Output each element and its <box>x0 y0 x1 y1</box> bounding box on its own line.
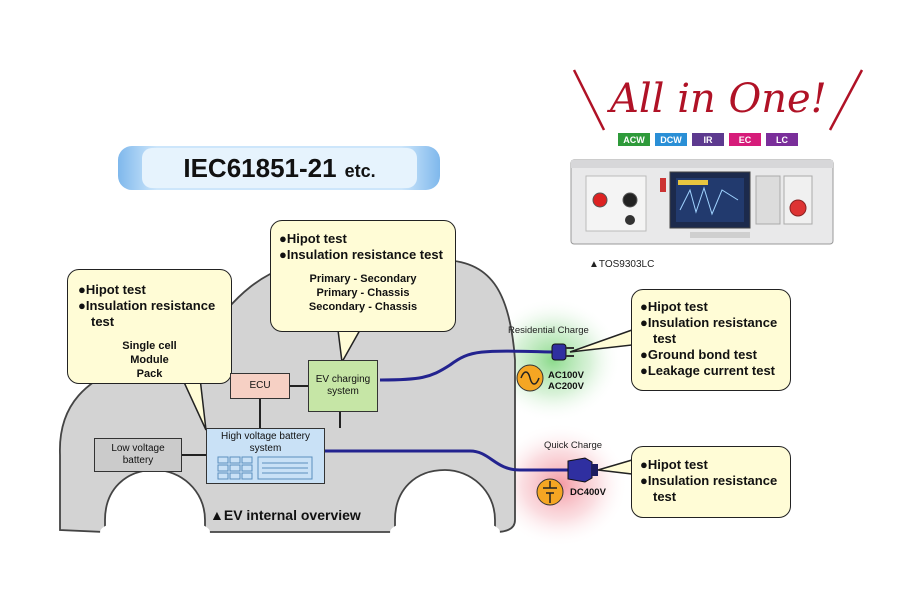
residential-test-list: ●Hipot test ●Insulation resistance test … <box>640 299 782 379</box>
hv-battery-label-1: High voltage battery <box>221 431 310 442</box>
battery-cells-icon <box>217 456 312 480</box>
front-wheel <box>390 518 500 546</box>
standard-banner-inner: IEC61851-21 etc. <box>142 148 417 188</box>
voltage-ac200: AC200V <box>548 381 584 392</box>
dc-source-icon <box>536 478 564 506</box>
charging-test-list: ●Hipot test ●Insulation resistance test <box>279 231 447 263</box>
battery-test-hipot: ●Hipot test <box>78 282 146 297</box>
lv-battery-label-1: Low voltage <box>111 443 165 454</box>
charging-test-hipot: ●Hipot test <box>279 231 347 246</box>
title-slash-right <box>828 69 864 131</box>
test-mode-tags: ACW DCW IR EC LC <box>618 133 798 146</box>
charging-test-insulation: ●Insulation resistance test <box>279 247 443 262</box>
tag-ec: EC <box>729 133 761 146</box>
quick-test-insulation: ●Insulation resistance <box>640 473 778 488</box>
residential-voltages: AC100V AC200V <box>548 370 584 392</box>
charging-test-paths: Primary - Secondary Primary - Chassis Se… <box>279 272 447 314</box>
battery-test-insulation: ●Insulation resistance <box>78 298 216 313</box>
tag-lc: LC <box>766 133 798 146</box>
battery-level-cell: Single cell <box>122 340 177 352</box>
battery-level-module: Module <box>130 354 169 366</box>
standard-suffix: etc. <box>344 160 376 181</box>
charging-test-callout: ●Hipot test ●Insulation resistance test … <box>270 220 456 332</box>
hv-battery-label-2: system <box>249 443 282 454</box>
ev-overview-caption: ▲EV internal overview <box>210 507 361 523</box>
path-primary-chassis: Primary - Chassis <box>316 287 410 299</box>
residential-cable <box>379 349 553 382</box>
rear-wheel <box>100 518 210 546</box>
voltage-ac100: AC100V <box>548 370 584 381</box>
battery-levels: Single cell Module Pack <box>78 339 221 381</box>
residential-test-callout: ●Hipot test ●Insulation resistance test … <box>631 289 791 391</box>
residential-test-hipot: ●Hipot test <box>640 299 708 314</box>
residential-plug-icon <box>551 343 574 361</box>
residential-test-insulation-cont: test <box>653 331 677 346</box>
quick-test-list: ●Hipot test ●Insulation resistance test <box>640 457 782 505</box>
quick-cable <box>325 449 568 472</box>
all-in-one-title: All in One! <box>610 76 827 122</box>
hv-battery-system-box: High voltage battery system <box>206 428 325 484</box>
standard-name: IEC61851-21 <box>183 152 337 183</box>
voltage-dc400: DC400V <box>570 487 606 498</box>
product-model-label: ▲TOS9303LC <box>589 259 655 270</box>
quick-test-insulation-cont: test <box>653 489 677 504</box>
tag-ir: IR <box>692 133 724 146</box>
path-primary-secondary: Primary - Secondary <box>309 273 417 285</box>
quick-test-callout: ●Hipot test ●Insulation resistance test <box>631 446 791 518</box>
tag-dcw: DCW <box>655 133 687 146</box>
residential-test-leakage: ●Leakage current test <box>640 363 776 378</box>
ecu-box: ECU <box>230 373 290 399</box>
ev-charging-system-box: EV charging system <box>308 360 378 412</box>
residential-test-insulation: ●Insulation resistance <box>640 315 778 330</box>
lv-battery-label-2: battery <box>122 455 154 466</box>
ev-charging-label-2: system <box>327 386 359 397</box>
low-voltage-battery-box: Low voltage battery <box>94 438 182 472</box>
quick-test-hipot: ●Hipot test <box>640 457 708 472</box>
quick-connector-icon <box>567 457 598 483</box>
tag-acw: ACW <box>618 133 650 146</box>
battery-level-pack: Pack <box>136 368 163 380</box>
path-secondary-chassis: Secondary - Chassis <box>308 301 418 313</box>
ev-charging-label-1: EV charging <box>315 374 371 385</box>
quick-charge-label: Quick Charge <box>544 440 603 451</box>
ac-source-icon <box>516 364 544 392</box>
battery-test-insulation-cont: test <box>91 314 115 329</box>
tos9303lc-instrument-image <box>570 159 834 245</box>
residential-charge-label: Residential Charge <box>508 325 589 336</box>
ecu-label: ECU <box>249 380 271 391</box>
title-slash-left <box>572 69 606 131</box>
battery-test-callout: ●Hipot test ●Insulation resistance test … <box>67 269 232 384</box>
battery-test-list: ●Hipot test ●Insulation resistance test <box>78 282 221 330</box>
residential-test-ground-bond: ●Ground bond test <box>640 347 757 362</box>
